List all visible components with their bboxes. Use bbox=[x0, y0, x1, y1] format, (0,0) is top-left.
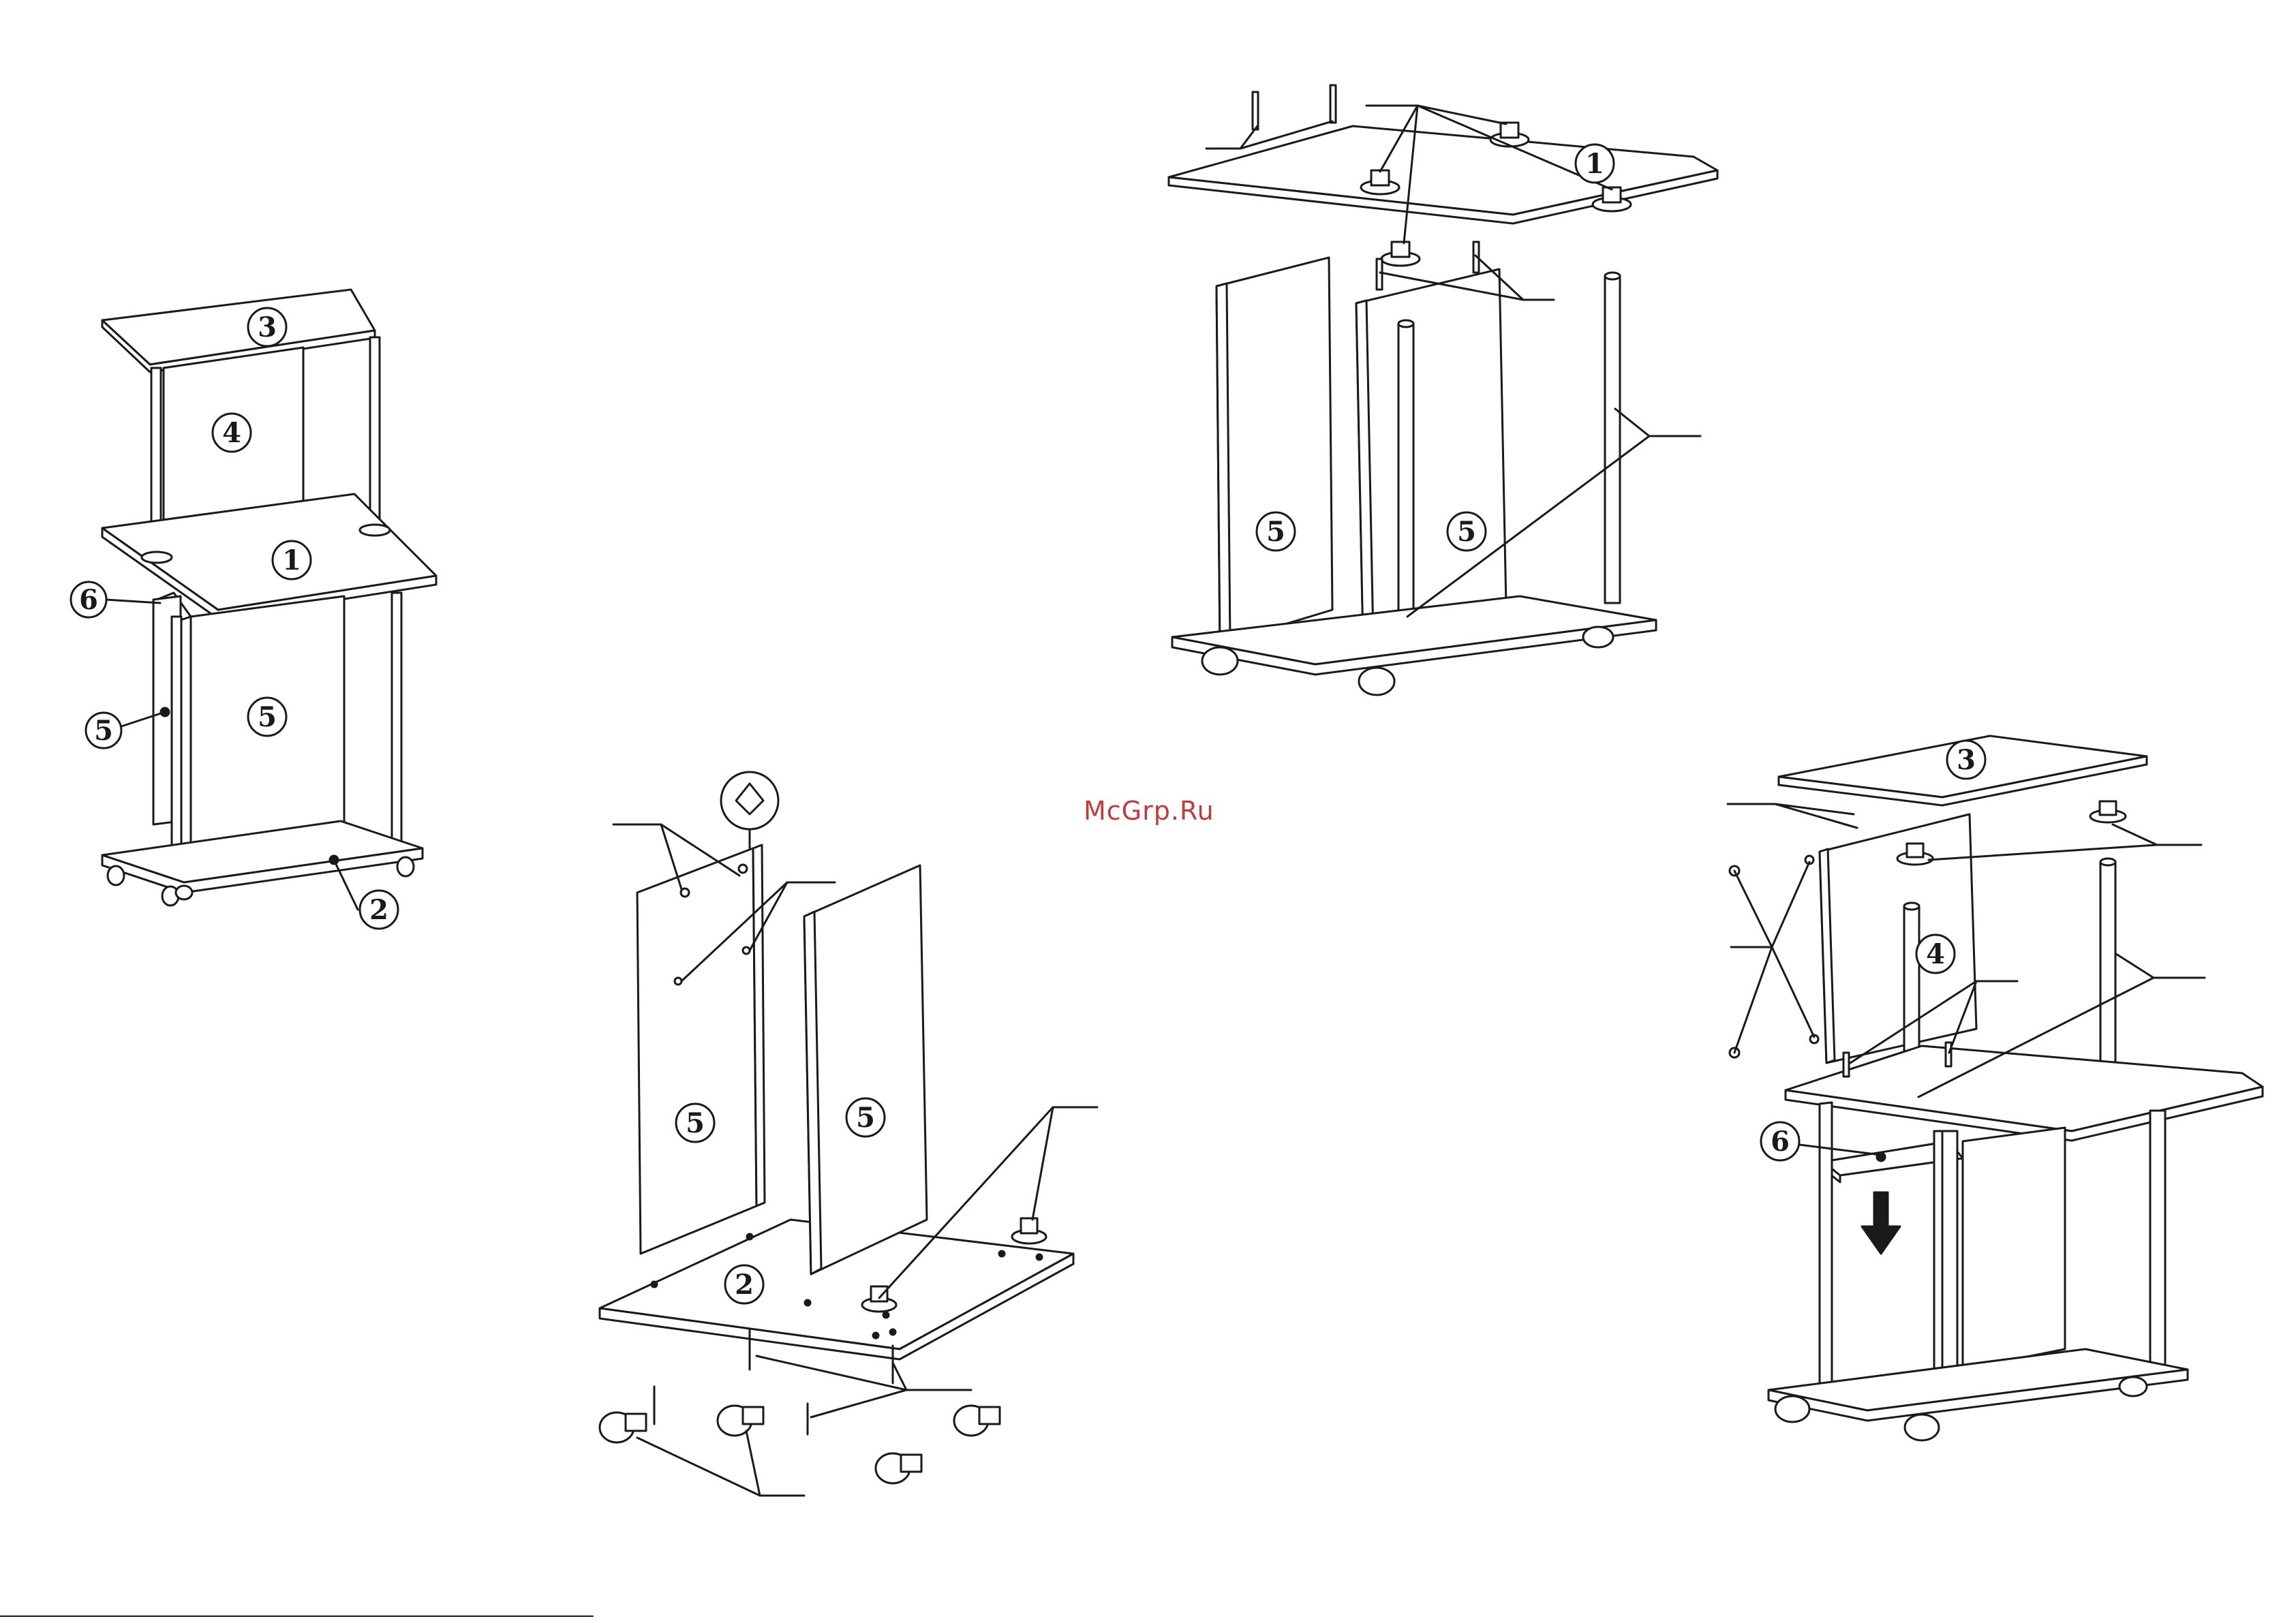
svg-text:5: 5 bbox=[686, 1107, 705, 1139]
svg-text:2: 2 bbox=[369, 894, 388, 926]
badge-part-2-view-b: 2 bbox=[725, 1265, 763, 1303]
badge-part-6-view-a: 6 bbox=[71, 582, 106, 617]
badge-part-5-left-view-b: 5 bbox=[676, 1104, 714, 1142]
svg-text:1: 1 bbox=[282, 544, 301, 576]
assembled-unit-view bbox=[102, 290, 436, 910]
watermark-text: McGrp.Ru bbox=[1084, 796, 1214, 826]
badge-part-5-right-view-c: 5 bbox=[1448, 512, 1486, 551]
svg-text:3: 3 bbox=[258, 311, 277, 343]
svg-text:5: 5 bbox=[94, 715, 113, 747]
svg-text:6: 6 bbox=[79, 584, 98, 616]
svg-text:5: 5 bbox=[1457, 516, 1476, 548]
badge-part-5-side-view-a: 5 bbox=[86, 713, 121, 748]
badge-part-5-right-view-b: 5 bbox=[846, 1098, 885, 1137]
svg-text:4: 4 bbox=[1926, 938, 1945, 970]
svg-text:4: 4 bbox=[222, 417, 241, 449]
badge-part-4-view-d: 4 bbox=[1916, 935, 1955, 973]
svg-text:5: 5 bbox=[856, 1102, 875, 1134]
badge-part-3-view-d: 3 bbox=[1947, 741, 1985, 779]
svg-text:6: 6 bbox=[1771, 1126, 1790, 1158]
badge-part-1-view-a: 1 bbox=[273, 541, 311, 579]
badge-part-1-view-c: 1 bbox=[1576, 144, 1614, 183]
badge-part-4-view-a: 4 bbox=[213, 414, 251, 452]
badge-part-5-front-view-a: 5 bbox=[248, 698, 286, 736]
frame-assembly-view bbox=[1169, 85, 1717, 695]
svg-text:3: 3 bbox=[1957, 744, 1976, 776]
badge-part-5-left-view-c: 5 bbox=[1257, 512, 1295, 551]
svg-text:2: 2 bbox=[735, 1269, 754, 1301]
svg-text:5: 5 bbox=[1266, 516, 1285, 548]
badge-part-6-view-d: 6 bbox=[1761, 1122, 1799, 1160]
svg-text:5: 5 bbox=[258, 701, 277, 733]
badge-part-2-view-a: 2 bbox=[360, 891, 398, 929]
svg-text:1: 1 bbox=[1585, 148, 1604, 180]
upper-assembly-view bbox=[1728, 736, 2263, 1440]
base-assembly-view bbox=[600, 772, 1097, 1496]
badge-part-3-view-a: 3 bbox=[248, 308, 286, 346]
